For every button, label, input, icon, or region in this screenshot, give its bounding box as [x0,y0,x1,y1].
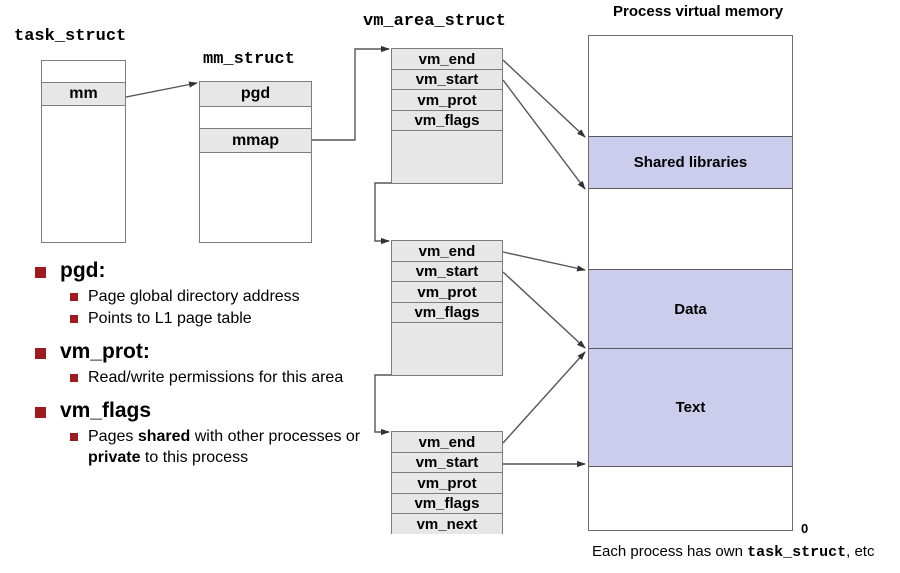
wire-vma2-end-to-data-top [502,251,586,272]
mm-struct-field-pgd: pgd [200,82,311,107]
notes-list: pgd: Page global directory address Point… [18,258,363,469]
wire-vma2-to-vma3 [374,374,391,436]
memory-band-text: Text [589,348,792,467]
vma2-row-vm-end: vm_end [392,241,502,262]
bullet-square-icon [35,407,46,418]
vm-area-struct-title: vm_area_struct [363,12,506,31]
wire-vma3-end-to-text-top [502,351,586,444]
wire-vma1-to-vma2 [374,182,391,245]
caption-mono: task_struct [747,544,847,561]
bullet-square-icon [35,267,46,278]
wire-mm-to-mmstruct [125,81,198,98]
mm-struct-title: mm_struct [203,50,295,69]
process-memory-title: Process virtual memory [613,3,784,20]
task-struct-title: task_struct [14,27,127,46]
vma1-row-vm-start: vm_start [392,70,502,90]
bullet-square-icon [35,348,46,359]
bullet-vm-flags: vm_flags [18,398,363,424]
bullet-vm-flags-label: vm_flags [60,399,152,422]
vma1-row-vm-end: vm_end [392,49,502,70]
mm-struct-field-mmap: mmap [200,128,311,153]
vma2-row-vm-prot: vm_prot [392,282,502,303]
vma3-row-vm-next: vm_next [392,514,502,534]
bullet-pgd-sub-1: Page global directory address [18,286,363,307]
vma3-row-vm-prot: vm_prot [392,473,502,494]
wire-mmap-to-vma1 [312,45,390,141]
vma2-filler [392,323,502,374]
vma1-row-vm-flags: vm_flags [392,111,502,131]
bullet-pgd-sub-2-text: Points to L1 page table [88,310,252,327]
bottom-caption: Each process has own task_struct, etc [592,543,874,561]
bullet-vm-flags-sub-1-text: Pages shared with other processes or pri… [88,428,361,466]
wire-vma2-start-to-data-bottom [502,271,586,349]
bullet-pgd-sub-1-text: Page global directory address [88,288,300,305]
mm-struct-box: pgd mmap [199,81,312,243]
process-memory-panel: Shared libraries Data Text [588,35,793,531]
vm-area-struct-block-2: vm_end vm_start vm_prot vm_flags [391,240,503,376]
memory-band-shared-libraries: Shared libraries [589,136,792,189]
sub-bullet-square-icon [70,433,78,441]
wire-vma1-end-to-shlib-top [502,59,586,138]
vma2-row-vm-start: vm_start [392,262,502,282]
task-struct-field-mm: mm [42,82,125,106]
bullet-pgd-sub-2: Points to L1 page table [18,308,363,329]
memory-band-data: Data [589,269,792,348]
vma1-row-vm-prot: vm_prot [392,90,502,111]
bullet-vm-prot-sub-1: Read/write permissions for this area [18,367,363,388]
vma3-row-vm-start: vm_start [392,453,502,473]
bullet-vm-prot: vm_prot: [18,339,363,365]
bullet-vm-prot-label: vm_prot: [60,340,150,363]
vma3-row-vm-flags: vm_flags [392,494,502,514]
bullet-pgd: pgd: [18,258,363,284]
vm-area-struct-block-1: vm_end vm_start vm_prot vm_flags [391,48,503,184]
caption-suffix: , etc [846,543,875,560]
zero-address-label: 0 [801,521,809,536]
vma1-filler [392,131,502,182]
sub-bullet-square-icon [70,293,78,301]
bullet-pgd-label: pgd: [60,259,106,282]
bullet-vm-prot-sub-1-text: Read/write permissions for this area [88,369,344,386]
vma2-row-vm-flags: vm_flags [392,303,502,323]
wire-vma1-start-to-shlib-bottom [502,79,586,190]
vma3-row-vm-end: vm_end [392,432,502,453]
task-struct-box: mm [41,60,126,243]
sub-bullet-square-icon [70,315,78,323]
vm-area-struct-block-3: vm_end vm_start vm_prot vm_flags vm_next [391,431,503,534]
caption-prefix: Each process has own [592,543,748,560]
bullet-vm-flags-sub-1: Pages shared with other processes or pri… [18,426,363,468]
sub-bullet-square-icon [70,374,78,382]
